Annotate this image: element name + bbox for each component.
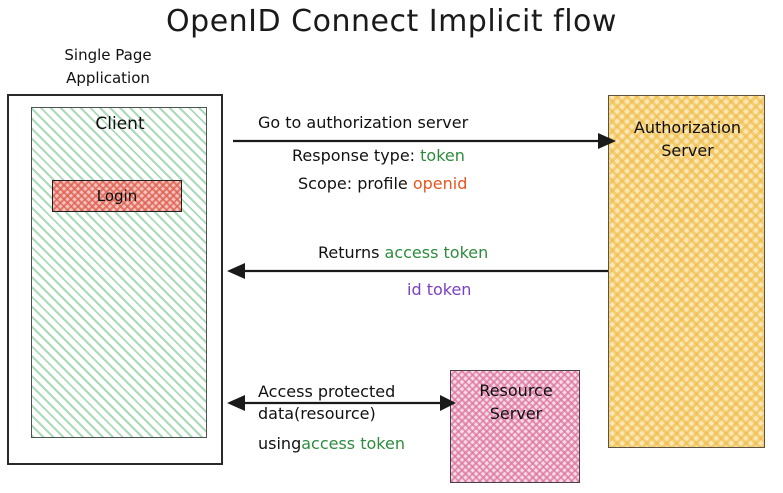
flow-step1-line1: Go to authorization server [258, 113, 469, 132]
page-title: OpenID Connect Implicit flow [166, 4, 617, 39]
flow-step1-line3-value: openid [412, 174, 468, 193]
login-button[interactable]: Login [52, 180, 182, 212]
spa-label-line2: Application [66, 69, 150, 88]
authorization-server-label-line1: Authorization [633, 118, 742, 137]
spa-label-line1: Single Page [64, 46, 152, 64]
flow-step3-line2: data(resource) [258, 404, 376, 423]
single-page-application-label: Single Page Application [18, 44, 198, 91]
authorization-server-label: Authorization Server [609, 116, 766, 162]
flow-step2-line1: Returns access token [318, 243, 488, 262]
flow-step1-line2: Response type: token [292, 146, 465, 165]
flow-step2-line2: id token [407, 280, 472, 299]
flow-step3-line3: usingaccess token [258, 434, 405, 453]
resource-server-label-line1: Resource [479, 381, 553, 400]
flow-step3-line1: Access protected [258, 382, 396, 401]
flow-step3-line3-value: access token [301, 434, 405, 453]
resource-server-label-line2: Server [489, 404, 543, 424]
flow-step1-line2-prefix: Response type: [292, 146, 421, 165]
resource-server-label: Resource Server [451, 379, 581, 425]
login-button-label: Login [96, 187, 138, 205]
resource-server-box: Resource Server [450, 370, 580, 483]
flow-step1-line2-value: token [420, 146, 465, 165]
flow-step1-line3: Scope: profile openid [298, 174, 467, 193]
flow-step3-line3-prefix: using [258, 434, 302, 453]
client-label: Client [95, 114, 145, 134]
flow-step2-line1-value: access token [384, 243, 489, 262]
flow-step1-line3-prefix: Scope: profile [298, 174, 413, 193]
arrow-step2-returns-tokens [227, 263, 608, 279]
authorization-server-label-line2: Server [661, 141, 714, 161]
client-box: Client [31, 107, 207, 438]
authorization-server-box: Authorization Server [608, 95, 765, 448]
flow-step2-line1-prefix: Returns [318, 243, 385, 262]
